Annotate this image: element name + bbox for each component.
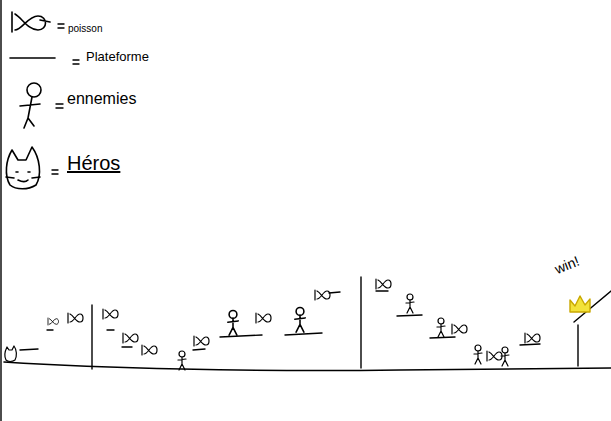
wall-divider [360,277,361,368]
ground-line [4,362,611,371]
legend-text: Plateforme [86,50,149,63]
legend-enemy-sample [20,83,41,128]
win-label: win! [553,254,581,276]
wall-divider [91,305,92,369]
legend-fish-sample [12,12,50,32]
equals-sign [58,24,64,28]
legend-platform-sample [10,57,55,59]
equals-sign [52,170,58,174]
fish-icons [48,279,540,361]
platform-lines [20,291,540,350]
hero-icon [5,346,16,362]
enemy-icons [178,294,509,370]
legend-text: ennemies [67,91,136,107]
legend-text: Héros [67,153,120,173]
crown-icon [570,296,590,312]
legend-text: poisson [68,24,102,34]
equals-sign [56,104,63,108]
border-line [0,0,1,421]
legend-hero-sample [6,147,40,189]
equals-sign [73,60,79,64]
